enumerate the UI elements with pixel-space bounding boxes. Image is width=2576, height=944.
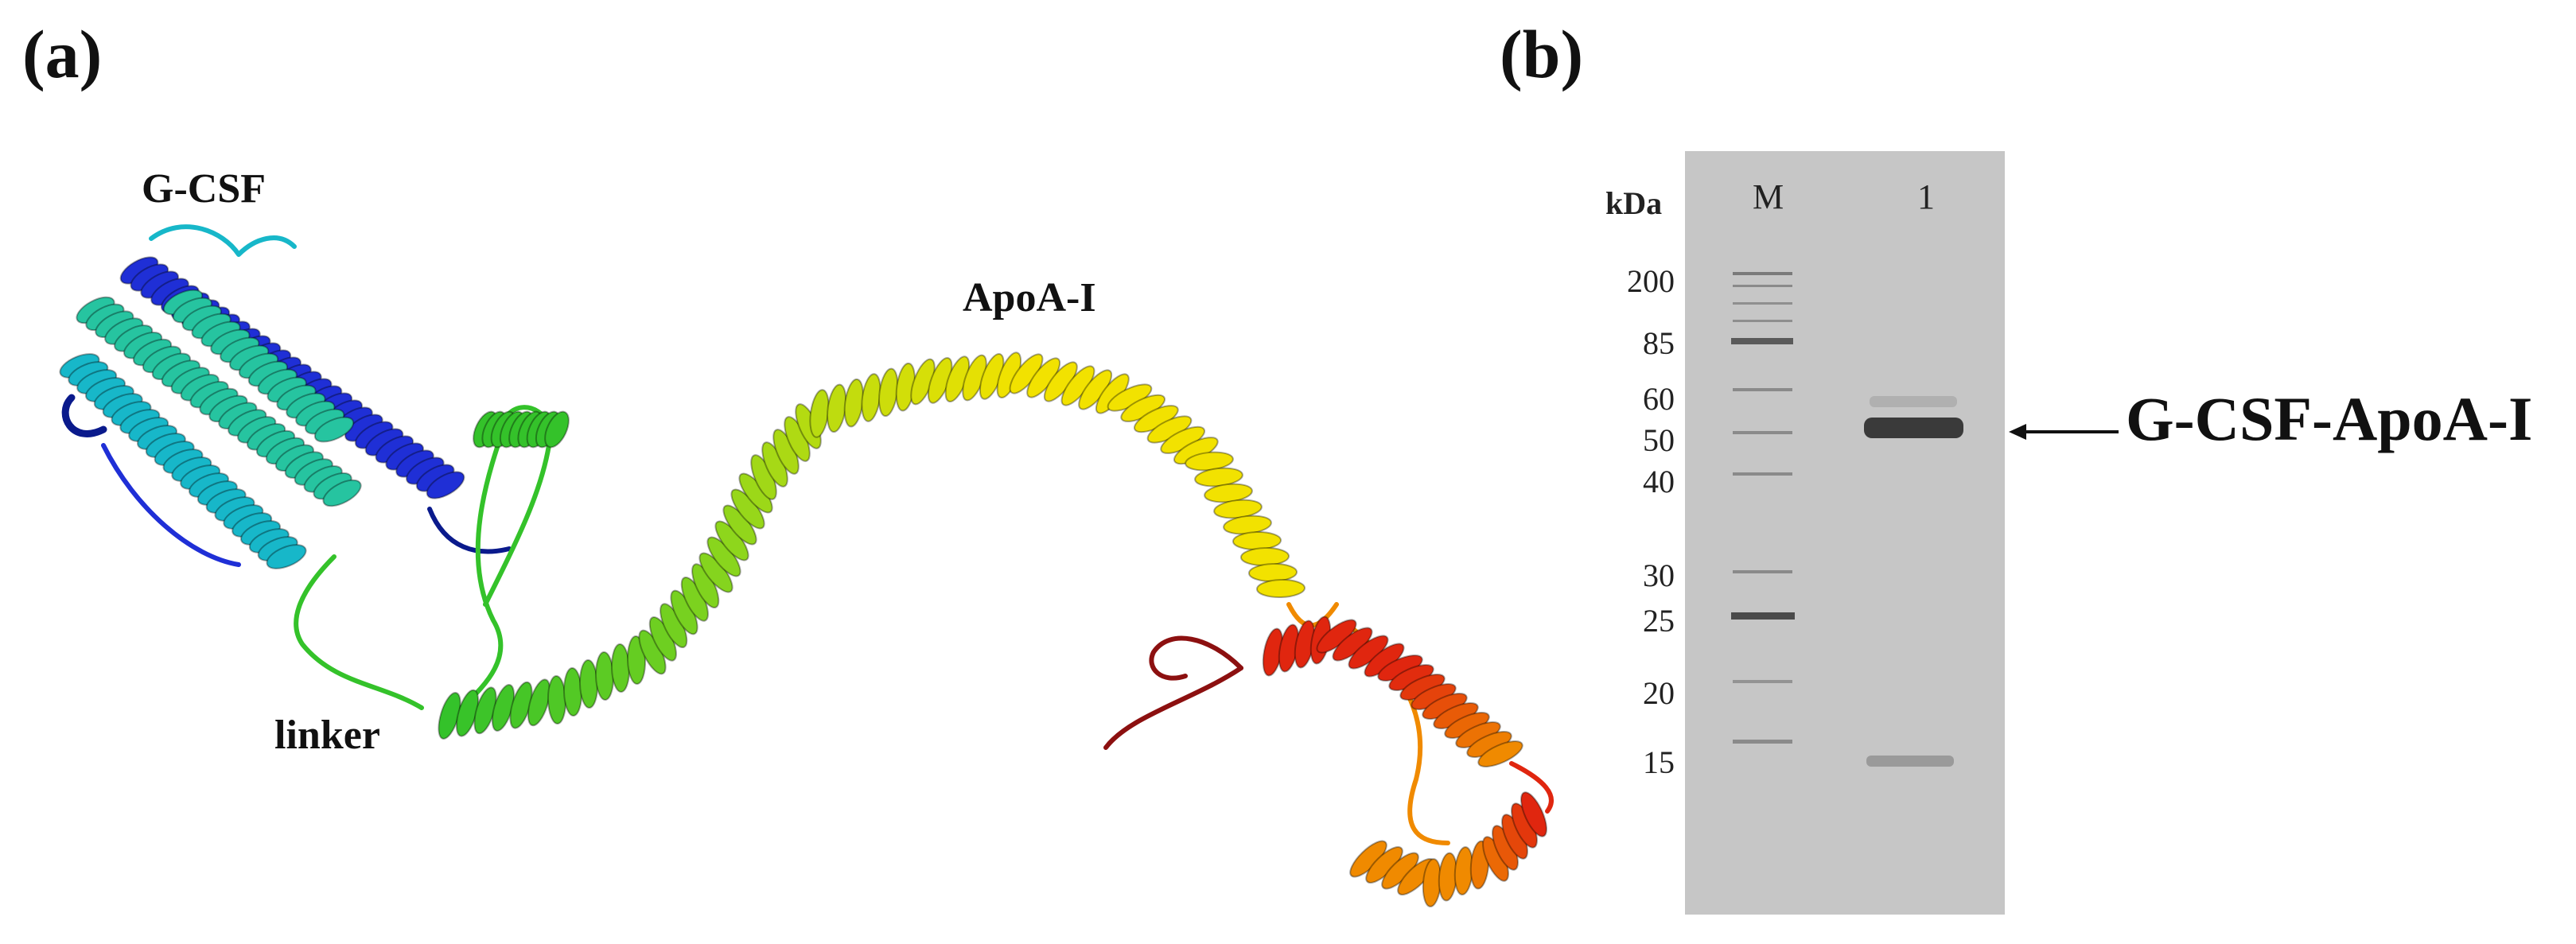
helix-turn [266,544,307,569]
linker-coil-2 [459,411,512,710]
gcsf-lower-loop [101,443,241,567]
helix-turn [594,651,615,701]
apoa-red-helix [1262,616,1523,767]
gcsf-helix-c [59,353,307,569]
helix-turn [1520,791,1547,837]
panel-b-label: (b) [1500,16,1584,92]
linker-label: linker [274,713,380,758]
gcsf-n-terminus [61,394,107,437]
linker-small-helix [473,410,570,449]
marker-band [1733,472,1792,476]
gcsf-helix-b [76,296,362,507]
apoa-long-helix [438,352,1306,740]
apoa-c-terminus [1509,761,1554,814]
helix-turn [527,678,551,727]
marker-band [1733,431,1792,434]
helix-turn [1256,578,1306,599]
mw-label-200: 200 [1627,263,1675,299]
marker-band-25 [1731,612,1795,620]
mw-label-25: 25 [1643,603,1675,639]
band-annotation: G-CSF-ApoA-I [2126,384,2533,453]
helix-turn [426,471,465,499]
mw-label-85: 85 [1643,325,1675,361]
marker-band [1733,285,1792,287]
linker-coil-1 [294,554,424,710]
gcsf-helix-d [162,289,355,443]
panel-a-label: (a) [22,16,103,92]
apoa-dark-red-tail [1103,666,1243,750]
helix-turn [313,416,355,443]
mw-label-60: 60 [1643,381,1675,417]
helix-turn [1477,740,1523,767]
lane-m-label: M [1753,177,1784,216]
helix-turn [1240,546,1290,567]
marker-band-85 [1731,338,1793,344]
helix-turn [1469,840,1490,890]
helix-turn [544,410,570,449]
gcsf-helix-end [427,507,512,554]
marker-band [1733,272,1792,275]
helix-turn [562,667,583,717]
sample-band-faint [1870,396,1957,407]
sample-band-g-csf-apoa-i [1864,418,1963,438]
protein-ribbon-structure [59,224,1554,907]
gcsf-label: G-CSF [142,166,266,212]
marker-band [1733,570,1792,573]
mw-label-20: 20 [1643,675,1675,711]
arrow-icon [2009,424,2119,440]
sds-page-gel: M 1 [1685,151,2005,915]
helix-turn [1248,562,1298,583]
apoa-label: ApoA-I [963,275,1096,320]
linker-coil-3 [483,405,553,607]
lane-1-label: 1 [1917,177,1935,216]
marker-band [1733,320,1792,322]
helix-turn [626,635,647,685]
kda-label: kDa [1605,185,1663,221]
sample-band-low [1866,756,1954,767]
mw-label-50: 50 [1643,422,1675,458]
apoa-dark-red-coil [1149,635,1243,681]
helix-turn [1232,530,1282,551]
helix-turn [578,659,599,709]
gcsf-top-loop [149,224,297,257]
helix-turn [547,675,567,725]
helix-turn [322,479,362,507]
helix-turn [610,643,631,693]
marker-band [1733,302,1792,305]
mw-label-15: 15 [1643,744,1675,780]
marker-band [1733,740,1792,744]
marker-band [1733,388,1792,391]
marker-band [1733,680,1792,683]
mw-label-30: 30 [1643,557,1675,593]
mw-label-40: 40 [1643,464,1675,499]
apoa-orange-helix [1349,791,1547,907]
